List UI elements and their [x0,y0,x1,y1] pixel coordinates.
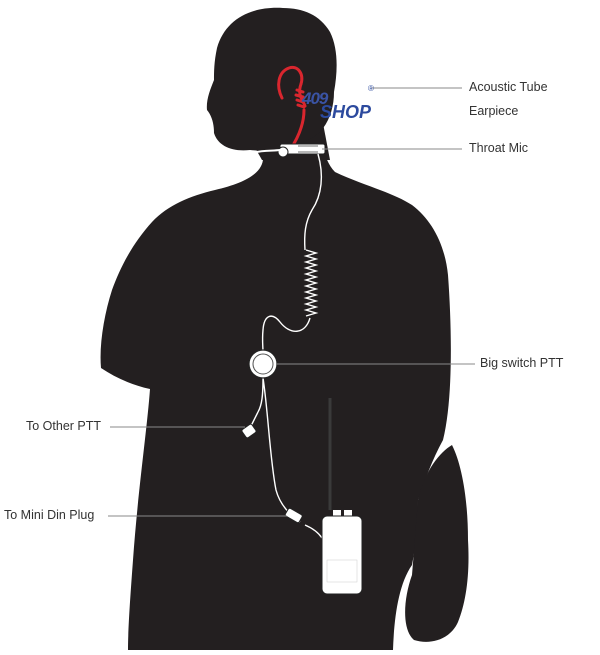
label-to-other-ptt: To Other PTT [26,419,102,433]
label-to-mini-din-plug: To Mini Din Plug [4,508,95,522]
big-switch-ptt [248,349,278,379]
label-throat-mic: Throat Mic [469,141,529,155]
leader-lines [108,87,475,517]
cable [249,153,323,539]
label-earpiece: Earpiece [469,104,519,118]
shop-logo: 409 SHOP ® [300,84,390,123]
throat-mic [251,143,326,158]
person-silhouette [100,7,469,650]
other-ptt-connector [241,423,257,439]
mini-din-plug [284,507,303,524]
logo-registered-mark: ® [368,84,374,93]
logo-number: 409 [302,89,328,108]
logo-word: SHOP [320,102,372,122]
label-acoustic-tube: Acoustic Tube [469,80,548,94]
label-big-switch-ptt: Big switch PTT [480,356,564,370]
radio [321,398,363,595]
